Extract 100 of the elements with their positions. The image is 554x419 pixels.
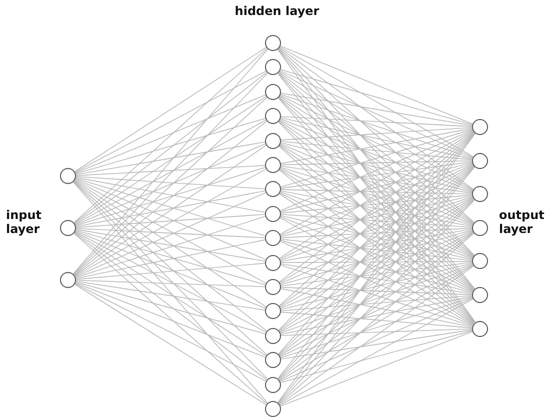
connection-line (280, 166, 472, 194)
connection-line (75, 282, 266, 358)
neuron-circle (472, 186, 488, 202)
connection-line (280, 261, 472, 263)
neuron-circle (265, 157, 281, 173)
neuron-circle (60, 168, 76, 184)
connection-line (280, 286, 472, 296)
layer-label: output layer (499, 208, 546, 236)
connection-line (76, 280, 266, 311)
neuron-circle (60, 272, 76, 288)
connection-line (280, 128, 473, 188)
connection-line (280, 230, 473, 309)
connection-line (280, 120, 474, 224)
neuron-circle (265, 303, 281, 320)
connection-line (76, 165, 266, 176)
neuron-circle (265, 181, 281, 198)
connection-line (280, 228, 472, 262)
neuron-circle (265, 401, 281, 417)
connection-line (280, 163, 473, 236)
connection-line (75, 216, 266, 278)
connection-line (280, 195, 473, 237)
connection-line (280, 190, 473, 227)
neuron-circle (265, 132, 281, 149)
neuron-circle (265, 376, 281, 393)
connection-line (279, 47, 474, 190)
neuron-circle (265, 35, 281, 51)
connection-line (280, 166, 473, 226)
connection-line (280, 217, 474, 326)
neuron-circle (472, 287, 488, 303)
connection-line (280, 116, 472, 127)
connection-line (280, 298, 474, 406)
neuron-circle (265, 59, 281, 76)
connection-line (280, 228, 472, 238)
neuron-circle (472, 119, 488, 135)
connection-line (280, 329, 472, 360)
connection-line (280, 264, 474, 358)
connection-line (280, 297, 473, 358)
connection-line (280, 214, 472, 228)
connection-line (280, 216, 473, 292)
connection-line (280, 127, 472, 140)
connection-line (280, 330, 473, 383)
connection-line (280, 143, 474, 226)
neuron-circle (265, 84, 281, 100)
connection-line (280, 296, 473, 335)
connection-line (280, 162, 473, 212)
connection-line (74, 144, 267, 276)
connection-line (280, 215, 473, 260)
connection-line (279, 265, 474, 381)
neuron-circle (472, 253, 488, 270)
connection-line (75, 178, 266, 236)
connection-line (280, 161, 472, 189)
connection-line (74, 283, 266, 382)
connection-line (280, 198, 474, 308)
connection-line (280, 140, 472, 160)
neuron-circle (60, 220, 76, 236)
connection-line (75, 94, 266, 174)
connection-line (280, 312, 472, 328)
connection-line (280, 128, 473, 164)
layer-label: input layer (6, 208, 43, 236)
connection-line (280, 194, 472, 214)
connection-line (75, 282, 266, 334)
connection-line (280, 263, 472, 294)
neuron-circle (472, 320, 488, 337)
connection-line (280, 142, 473, 193)
connection-line (280, 262, 473, 310)
connection-line (280, 331, 473, 406)
neuron-circle (265, 254, 281, 271)
connection-line (76, 280, 266, 288)
connection-line (280, 288, 473, 328)
connection-line (75, 142, 266, 176)
neuron-circle (265, 230, 281, 246)
connection-line (280, 241, 474, 326)
connection-line (74, 96, 267, 224)
connection-line (279, 232, 474, 356)
connection-line (280, 117, 473, 160)
connection-line (280, 92, 473, 126)
connection-line (75, 230, 266, 286)
connection-line (74, 284, 267, 406)
connection-line (74, 120, 266, 225)
connection-line (280, 94, 474, 192)
connection-line (280, 298, 474, 382)
neuron-circle (265, 206, 281, 222)
connection-line (74, 143, 266, 226)
connection-line (280, 295, 472, 312)
connection-line (280, 189, 472, 194)
connection-line (76, 176, 266, 190)
connection-line (74, 46, 267, 172)
connection-line (74, 180, 267, 308)
connection-line (74, 192, 266, 278)
connection-line (76, 262, 266, 280)
connection-line (75, 166, 266, 226)
connection-line (280, 328, 472, 336)
connection-line (280, 69, 473, 126)
connection-line (280, 262, 472, 286)
neuron-circle (472, 152, 488, 169)
neuron-circle (265, 279, 281, 295)
connection-line (74, 70, 266, 173)
connection-line (75, 118, 266, 174)
neuron-circle (265, 352, 281, 368)
connection-line (280, 130, 474, 212)
